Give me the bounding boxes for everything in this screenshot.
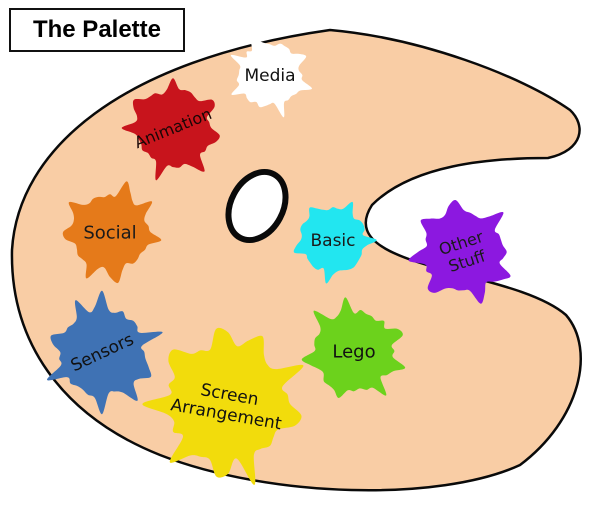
blob-basic-label: Basic (310, 231, 355, 251)
blob-media-label: Media (244, 66, 295, 86)
page-title: The Palette (9, 8, 185, 52)
blob-lego-label: Lego (332, 341, 375, 362)
blob-social-label: Social (83, 222, 136, 243)
